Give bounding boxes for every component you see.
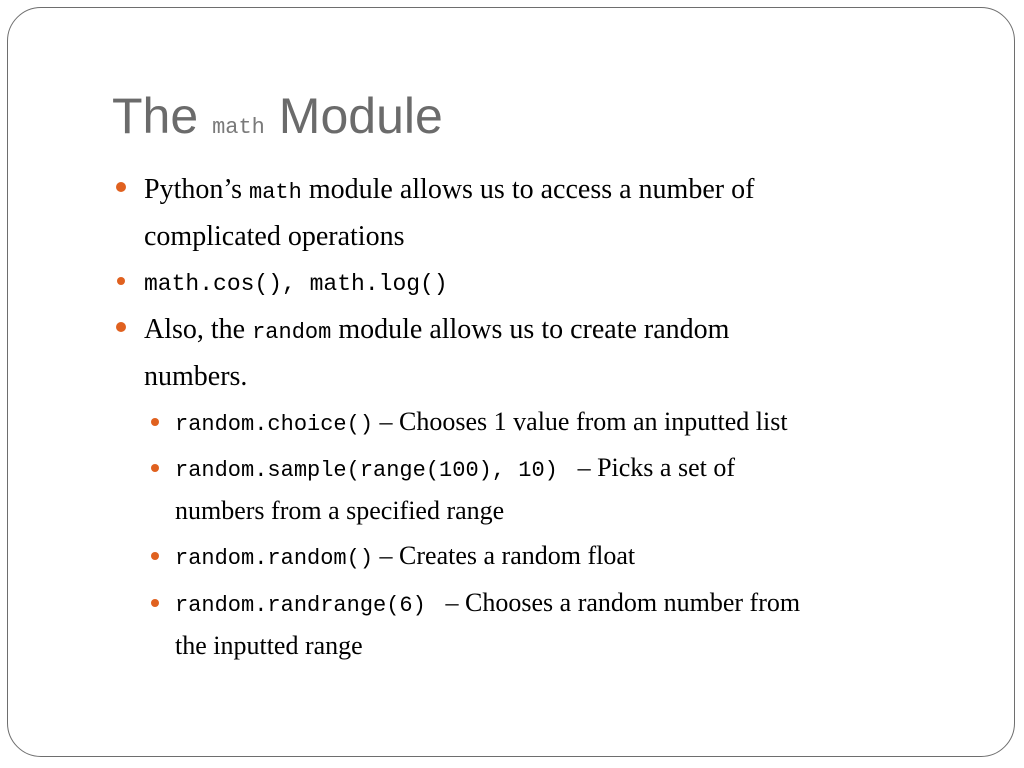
bullet-line: math.cos(), math.log() <box>144 260 944 306</box>
bullet-line: Python’s math module allows us to access… <box>144 168 944 215</box>
bullet-line: random.randrange(6) – Chooses a random n… <box>175 582 975 627</box>
bullet-text: module allows us to access a number of <box>301 174 755 205</box>
inline-code: random.randrange(6) <box>175 593 440 618</box>
bullet-item: Python’s math module allows us to access… <box>144 168 944 259</box>
bullet-dot-icon <box>116 182 126 192</box>
sub-bullet-dot-icon <box>151 599 159 607</box>
sub-bullet-item: random.random() – Creates a random float <box>175 535 975 580</box>
slide-title: The math Module <box>112 84 443 160</box>
bullet-item: math.cos(), math.log() <box>144 260 944 306</box>
bullet-line: numbers from a specified range <box>175 496 505 525</box>
bullet-text: – Picks a set of <box>571 453 735 482</box>
sub-bullet-dot-icon <box>151 552 159 560</box>
bullet-line: numbers. <box>144 361 248 392</box>
bullet-line: complicated operations <box>144 221 405 252</box>
bullet-line: random.choice() – Chooses 1 value from a… <box>175 401 975 446</box>
title-text-module: Module <box>278 88 443 144</box>
inline-code: random.random() <box>175 546 374 571</box>
bullet-text: – Chooses 1 value from an inputted list <box>373 407 788 436</box>
inline-code: random.choice() <box>175 412 374 437</box>
bullet-dot-icon <box>116 322 126 332</box>
bullet-item: Also, the random module allows us to cre… <box>144 308 944 399</box>
inline-code: math.cos(), math.log() <box>144 271 448 297</box>
bullet-text: module allows us to create random <box>331 314 730 345</box>
inline-code: random.sample(range(100), 10) <box>175 458 572 483</box>
title-code-math: math <box>212 115 265 140</box>
slide-frame <box>7 7 1015 757</box>
bullet-line: random.sample(range(100), 10) – Picks a … <box>175 447 975 492</box>
sub-bullet-item: random.sample(range(100), 10) – Picks a … <box>175 447 975 532</box>
inline-code: math <box>249 180 302 205</box>
inline-code: random <box>252 320 332 345</box>
bullet-text: – Creates a random float <box>373 541 636 570</box>
bullet-dot-icon <box>117 277 125 285</box>
title-text-the: The <box>112 88 199 144</box>
bullet-line: the inputted range <box>175 631 363 660</box>
bullet-line: Also, the random module allows us to cre… <box>144 308 944 355</box>
sub-bullet-dot-icon <box>151 418 159 426</box>
sub-bullet-item: random.choice() – Chooses 1 value from a… <box>175 401 975 446</box>
bullet-text: Python’s <box>144 174 250 205</box>
sub-bullet-dot-icon <box>151 464 159 472</box>
bullet-text: Also, the <box>144 314 253 345</box>
bullet-line: random.random() – Creates a random float <box>175 535 975 580</box>
bullet-text: – Chooses a random number from <box>439 588 801 617</box>
sub-bullet-item: random.randrange(6) – Chooses a random n… <box>175 582 975 667</box>
